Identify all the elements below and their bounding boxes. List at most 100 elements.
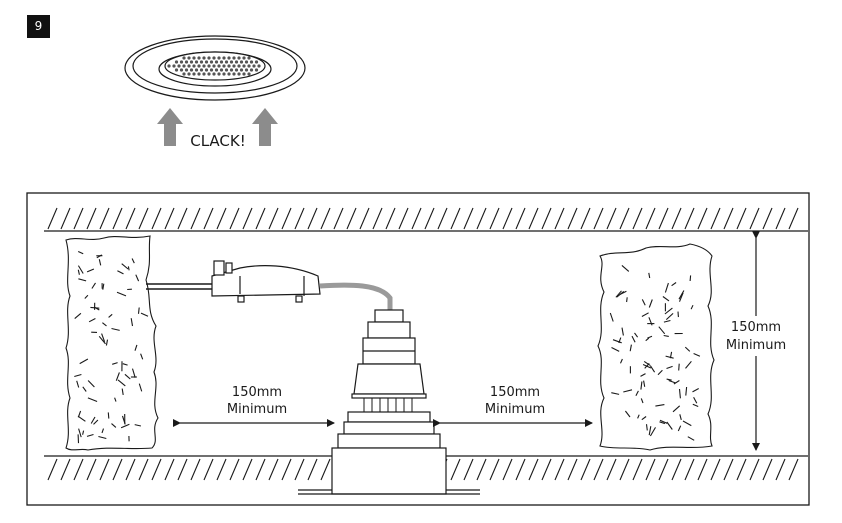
insulation-fibre	[137, 307, 140, 314]
led-dot	[237, 56, 241, 60]
led-dot	[187, 72, 191, 76]
led-dot	[249, 68, 254, 72]
hatch-line	[580, 207, 591, 230]
insulation-fibre	[645, 337, 650, 342]
hatch-line	[359, 207, 370, 230]
insulation-fibre	[98, 259, 102, 266]
led-dot	[167, 64, 171, 68]
hatch-line	[476, 458, 487, 481]
led-dot	[207, 72, 211, 76]
led-dot	[194, 68, 199, 72]
led-dot	[247, 56, 251, 60]
hatch-line	[99, 458, 110, 481]
hatch-line	[294, 207, 305, 230]
insulation-fibre	[74, 312, 82, 320]
led-dot	[177, 64, 181, 68]
hatch-line	[268, 207, 279, 230]
hatch-line	[307, 207, 318, 230]
insulation-fibre	[101, 333, 106, 342]
insulation-fibre	[684, 346, 691, 352]
insulation-left	[65, 235, 159, 451]
led-dot	[227, 64, 231, 68]
insulation-fibre	[82, 386, 87, 392]
insulation-fibre	[673, 380, 680, 385]
led-dot	[237, 72, 241, 76]
led-dot	[202, 56, 206, 60]
downlight-fitting	[298, 309, 480, 495]
led-dot	[182, 56, 186, 60]
insulation-fibre	[659, 421, 666, 425]
led-dot	[197, 56, 201, 60]
insulation-fibre	[101, 428, 105, 434]
insulation-fibre	[78, 278, 87, 282]
insulation-fibre	[134, 424, 142, 427]
hatch-line	[450, 458, 461, 481]
clack-label: CLACK!	[190, 132, 246, 150]
hatch-line	[762, 458, 773, 481]
hatch-line	[645, 207, 656, 230]
insulation-fibre	[93, 419, 99, 425]
hatch-line	[697, 458, 708, 481]
hatch-line	[567, 207, 578, 230]
insulation-fibre	[127, 266, 130, 271]
diagram-frame	[26, 192, 810, 506]
insulation-fibre	[131, 368, 136, 378]
hatch-line	[164, 458, 175, 481]
hatch-line	[177, 207, 188, 230]
insulation-fibre	[102, 322, 107, 327]
hatch-line	[177, 458, 188, 481]
led-dot	[174, 68, 179, 72]
led-dot	[202, 64, 206, 68]
insulation-fibre	[678, 292, 684, 302]
led-dot	[174, 60, 179, 64]
insulation-fibre	[678, 290, 685, 300]
led-dot	[179, 68, 184, 72]
insulation-fibre	[77, 265, 84, 274]
mains-cable	[146, 283, 212, 290]
hatch-line	[216, 458, 227, 481]
hatch-line	[151, 458, 162, 481]
hatch-line	[190, 458, 201, 481]
led-dot	[202, 72, 206, 76]
hatch-line	[567, 458, 578, 481]
insulation-fibre	[124, 373, 131, 380]
insulation-fibre	[117, 270, 124, 275]
insulation-fibre	[138, 383, 143, 392]
led-dot	[257, 64, 261, 68]
insulation-fibre	[640, 398, 644, 404]
hatch-line	[502, 207, 513, 230]
insulation-fibre	[658, 326, 666, 335]
insulation-fibre	[121, 263, 129, 270]
insulation-fibre	[655, 404, 665, 407]
hatch-line	[593, 207, 604, 230]
insulation-fibre	[79, 358, 89, 365]
hatch-line	[606, 458, 617, 481]
hatch-line	[463, 458, 474, 481]
led-dot	[222, 72, 226, 76]
insulation-fibre	[77, 251, 84, 255]
insulation-fibre	[90, 416, 96, 424]
hatch-line	[684, 207, 695, 230]
insulation-fibre	[641, 312, 649, 317]
insulation-fibre	[102, 283, 105, 290]
insulation-fibre	[621, 264, 630, 272]
hatch-line	[255, 458, 266, 481]
led-dot	[237, 64, 241, 68]
insulation-fibre	[690, 304, 694, 310]
hatch-line	[320, 458, 331, 481]
insulation-fibre	[640, 381, 643, 390]
hatch-line	[528, 207, 539, 230]
led-dot	[204, 68, 209, 72]
insulation-fibre	[648, 426, 652, 436]
hatch-line	[606, 207, 617, 230]
hatch-line	[229, 458, 240, 481]
led-dot	[232, 64, 236, 68]
led-dot	[239, 60, 244, 64]
hatch-line	[242, 458, 253, 481]
hatch-line	[554, 207, 565, 230]
led-dot	[249, 60, 254, 64]
hatch-line	[489, 458, 500, 481]
hatch-line	[216, 207, 227, 230]
insulation-fibre	[78, 428, 82, 438]
hatch-line	[268, 458, 279, 481]
